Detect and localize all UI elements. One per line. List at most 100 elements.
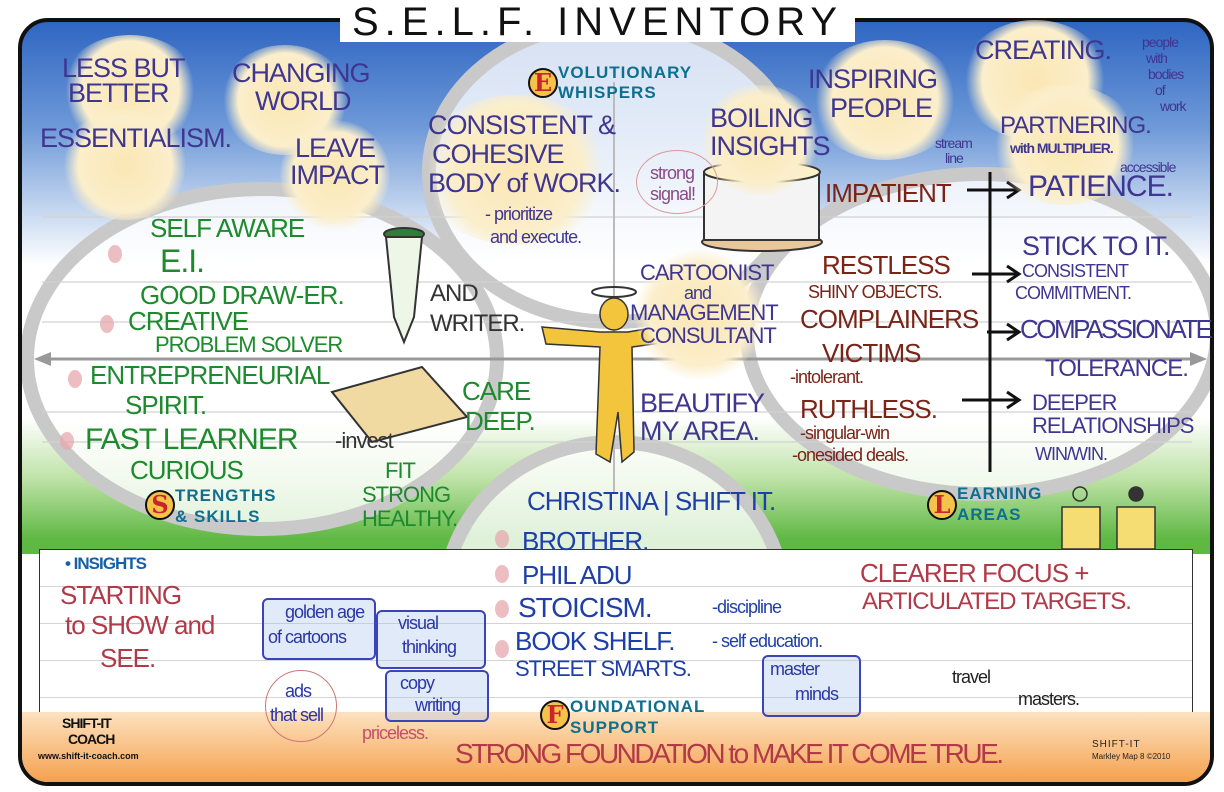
highlight-blob <box>990 85 1140 205</box>
whisper-text: INSPIRING <box>808 64 938 94</box>
bullet-dot <box>60 432 74 450</box>
bullet-dot <box>495 600 509 618</box>
learning-from: COMPLAINERS <box>800 304 979 334</box>
insight-note: writing <box>415 695 461 715</box>
strength-note: -invest <box>335 428 394 453</box>
whisper-text: BETTER <box>68 78 170 108</box>
whisper-note: strong <box>650 163 695 183</box>
center-text: CONSULTANT <box>640 323 777 348</box>
footer-band <box>22 712 1210 782</box>
logo-text: SHIFT-IT <box>62 715 112 731</box>
whisper-note: accessible <box>1120 159 1176 175</box>
whisper-text: ESSENTIALISM. <box>40 123 232 153</box>
center-text: BEAUTIFY <box>640 388 765 418</box>
whisper-text: CHANGING <box>232 58 371 88</box>
strength-item: SELF AWARE <box>150 213 305 243</box>
highlight-blob <box>60 110 190 220</box>
whisper-text: WORLD <box>255 86 351 116</box>
insights-panel <box>39 549 1193 721</box>
learning-to: COMPASSIONATE <box>1020 314 1213 344</box>
section-label: VOLUTIONARY <box>558 63 693 82</box>
insight-note: priceless. <box>362 723 429 743</box>
strength-item: SPIRIT. <box>125 390 207 420</box>
center-text: MY AREA. <box>640 416 760 446</box>
insight-note: ads <box>285 681 312 701</box>
foundation-item: STOICISM. <box>518 592 653 623</box>
learning-note: RELATIONSHIPS <box>1032 413 1194 438</box>
insight-text: CLEARER FOCUS + <box>860 558 1089 588</box>
whisper-text: PARTNERING. <box>1000 112 1152 139</box>
section-letter-e: E <box>528 68 558 98</box>
foundation-item: BROTHER. <box>522 526 649 556</box>
learning-note: COMMITMENT. <box>1015 283 1132 303</box>
whisper-note: stream <box>935 135 973 151</box>
whisper-note: and execute. <box>490 227 582 247</box>
section-label: & SKILLS <box>175 507 261 526</box>
whisper-note: work <box>1160 98 1187 114</box>
insight-note: visual <box>398 613 439 633</box>
center-text: MANAGEMENT <box>630 300 779 325</box>
foundation-note: - self education. <box>712 631 823 651</box>
foundation-item: BOOK SHELF. <box>515 626 675 656</box>
learning-from: RESTLESS <box>822 250 951 280</box>
note-box <box>262 598 376 660</box>
bullet-dot <box>68 370 82 388</box>
learning-note: -singular-win <box>800 423 890 443</box>
logo-text: COACH <box>68 731 115 747</box>
learning-to: DEEPER <box>1032 390 1117 415</box>
center-text: CARTOONIST <box>640 260 774 285</box>
whisper-text: IMPACT <box>290 160 385 190</box>
whisper-text: INSIGHTS <box>710 131 831 161</box>
strength-item: FAST LEARNER <box>85 423 299 456</box>
whisper-note: bodies <box>1148 66 1184 82</box>
foundation-item: CHRISTINA | SHIFT IT. <box>527 486 776 516</box>
whisper-note: people <box>1142 34 1179 50</box>
signal-circle <box>636 150 718 214</box>
whisper-text: PEOPLE <box>830 93 933 123</box>
highlight-blob <box>810 40 960 160</box>
note-circle <box>265 670 337 742</box>
strength-note: WRITER. <box>430 310 525 337</box>
learning-note: -onesided deals. <box>792 445 909 465</box>
whisper-text: LESS BUT <box>62 53 186 83</box>
strength-note: AND <box>430 280 479 307</box>
strength-item: ENTREPRENEURIAL <box>90 360 330 390</box>
section-letter-f: F <box>540 700 570 730</box>
bullet-dot <box>100 315 114 333</box>
insight-note: copy <box>400 673 435 693</box>
learning-note: TOLERANCE. <box>1045 355 1189 382</box>
section-label: WHISPERS <box>558 83 657 102</box>
strength-item: STRONG <box>362 482 451 507</box>
foundation-item: STREET SMARTS. <box>515 656 692 681</box>
strength-item: PROBLEM SOLVER <box>155 332 343 357</box>
insight-note: of cartoons <box>268 627 347 647</box>
learning-from: RUTHLESS. <box>800 394 938 424</box>
bullet-dot <box>495 530 509 548</box>
section-label: SUPPORT <box>570 718 660 737</box>
highlight-blob <box>700 85 820 195</box>
insight-note: golden age <box>285 602 365 622</box>
insight-note: minds <box>795 684 839 704</box>
strength-item: CARE <box>462 376 531 406</box>
whisper-text: BOILING <box>710 103 814 133</box>
section-label: OUNDATIONAL <box>570 697 706 716</box>
bullet-dot <box>495 565 509 583</box>
section-letter-l: L <box>927 490 957 520</box>
highlight-blob <box>420 95 610 245</box>
note-box <box>385 670 489 722</box>
footer-tagline: STRONG FOUNDATION to MAKE IT COME TRUE. <box>455 738 1004 769</box>
insight-note: thinking <box>402 637 457 657</box>
strength-item: CURIOUS <box>130 455 244 485</box>
whisper-text: COHESIVE <box>432 139 565 169</box>
whisper-note: of <box>1155 82 1166 98</box>
insights-heading: • INSIGHTS <box>65 554 147 573</box>
learning-to: STICK TO IT. <box>1022 231 1171 261</box>
website-link[interactable]: www.shift-it-coach.com <box>38 751 139 761</box>
learning-note: CONSISTENT <box>1022 261 1129 281</box>
highlight-blob <box>635 250 765 380</box>
insight-note: travel <box>952 667 991 687</box>
whisper-text: CONSISTENT & <box>428 110 616 140</box>
foundation-note: -discipline <box>712 597 782 617</box>
insight-note: masters. <box>1018 689 1080 709</box>
note-box <box>762 655 861 717</box>
